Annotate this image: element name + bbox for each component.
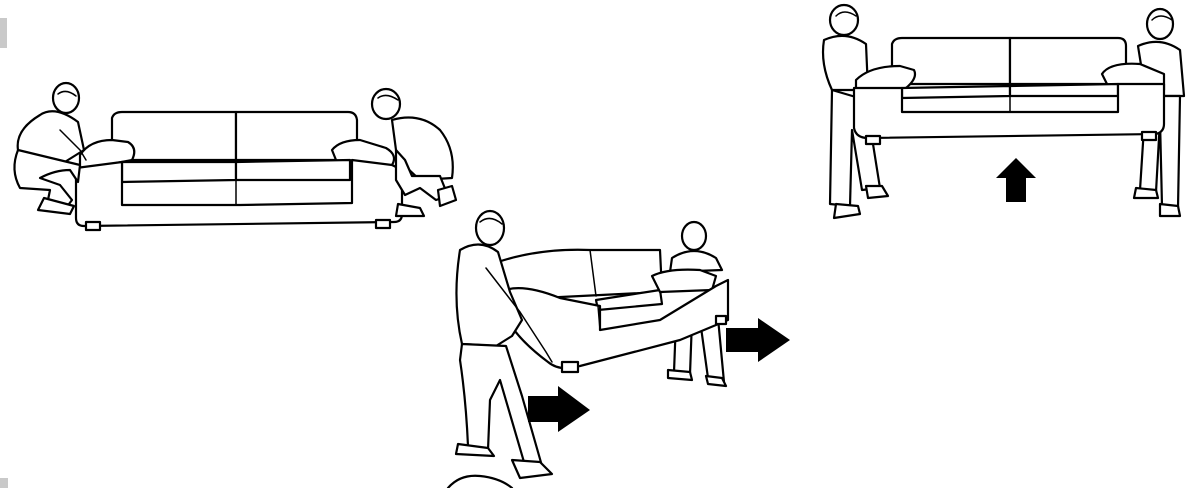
arrow-up-icon	[996, 158, 1036, 202]
step-lift-up	[823, 5, 1184, 218]
arrow-right-icon	[726, 318, 790, 362]
step-carry-forward	[456, 211, 790, 478]
next-step-fragment	[448, 476, 512, 488]
arrow-right-icon	[528, 386, 590, 432]
sofa-icon	[76, 112, 402, 230]
sofa-icon	[854, 38, 1164, 144]
step-crouch-grip	[14, 83, 456, 230]
